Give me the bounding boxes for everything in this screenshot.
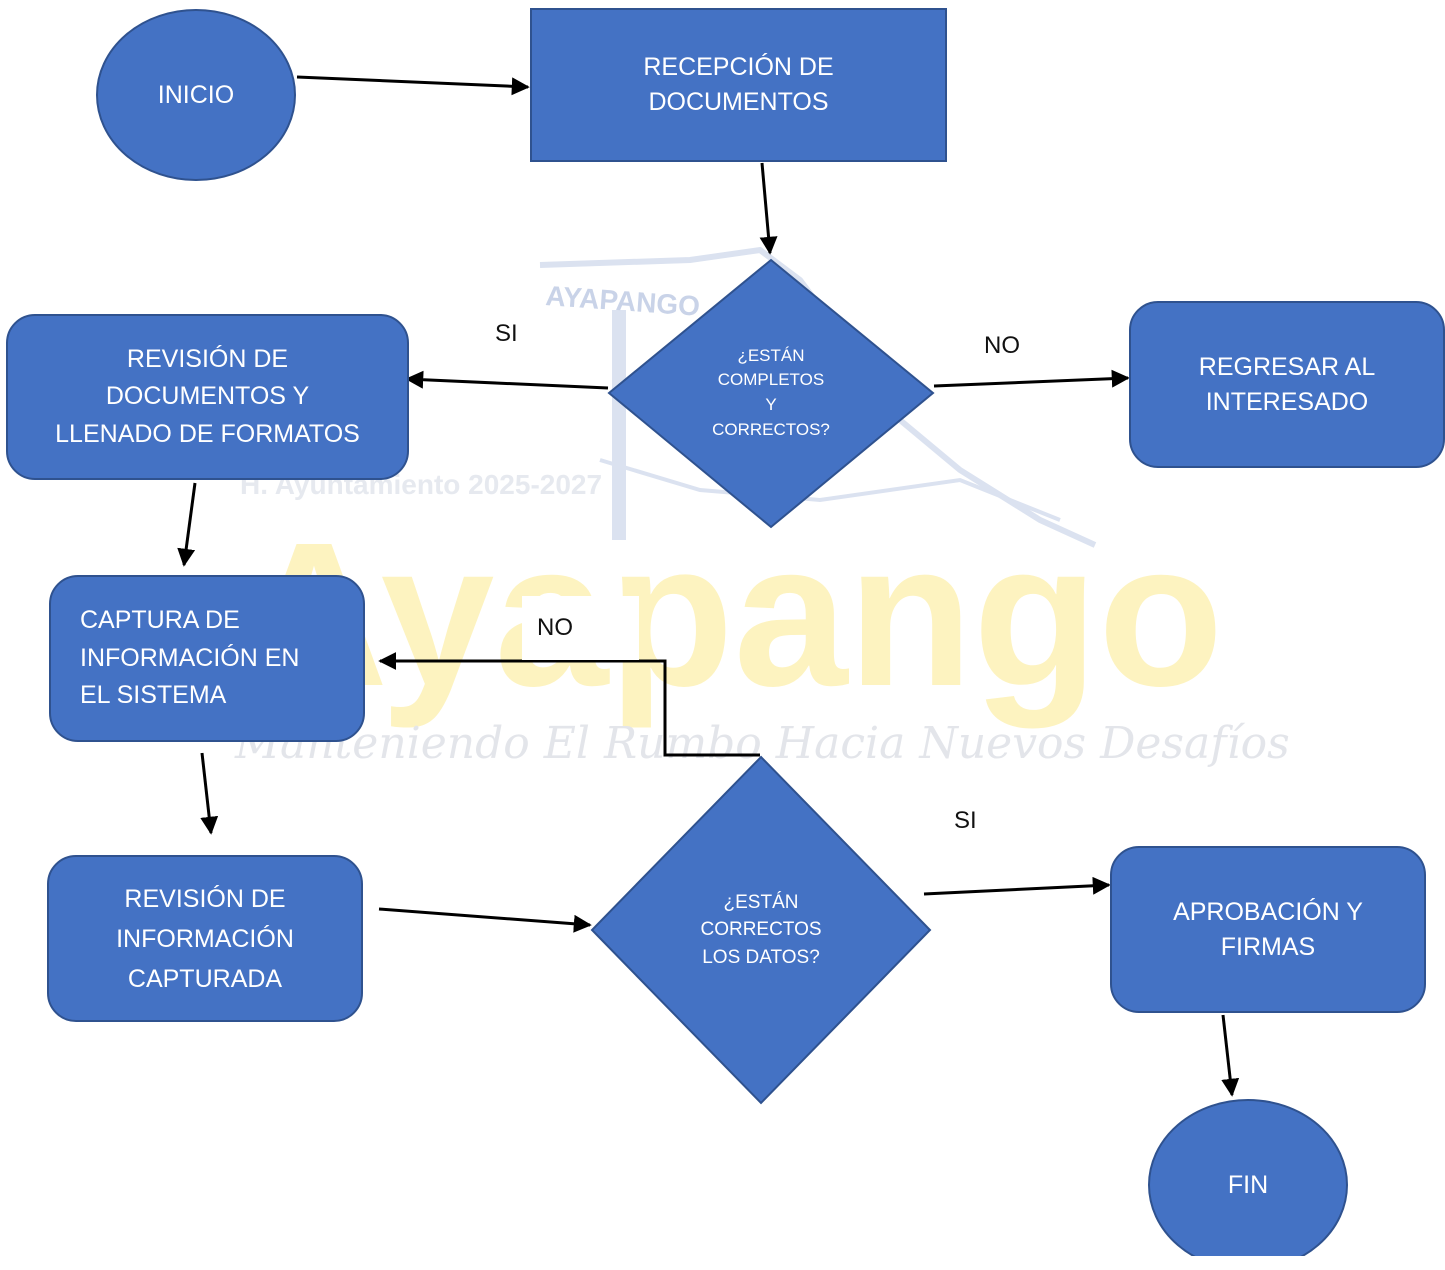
edge-label-no-2: NO: [537, 614, 573, 641]
return-node: [1129, 301, 1445, 468]
watermark-sign: AYAPANGO: [545, 280, 701, 322]
edge-decision-to-review-docs: [405, 370, 609, 390]
edge-reception-to-decision: [759, 162, 778, 255]
edge-label-si-2: SI: [954, 807, 977, 834]
reception-node: [530, 8, 947, 162]
watermark-drawing-2: [599, 458, 1061, 522]
capture-node: [49, 575, 365, 742]
decision-complete-node: [607, 258, 935, 529]
watermark-sign-post: [612, 310, 626, 540]
approval-node: [1110, 846, 1426, 1013]
edge-approval-to-end: [1221, 1014, 1240, 1097]
start-node: [96, 9, 296, 181]
no-label-background: [522, 596, 639, 660]
nodes: [6, 8, 1445, 1256]
edge-label-si-1: SI: [495, 320, 518, 347]
end-node: [1148, 1099, 1348, 1256]
review-capture-node: [47, 855, 363, 1022]
edges: [177, 75, 1240, 1097]
watermark-wordmark: Ayapango: [240, 500, 1223, 729]
decision-data-node: [590, 755, 932, 1105]
edge-start-to-reception: [296, 75, 530, 96]
edge-decision-no-loop-to-capture: [378, 652, 760, 757]
edge-capture-to-review-capture: [200, 752, 219, 835]
review-docs-node: [6, 314, 409, 480]
watermark-logo: AYAPANGO H. Ayuntamiento 2025-2027 Ayapa…: [234, 246, 1290, 769]
edge-review-capture-to-decision: [378, 907, 592, 933]
edge-decision-to-approval: [923, 876, 1111, 896]
edge-decision-to-return: [933, 369, 1130, 388]
edge-review-docs-to-capture: [177, 482, 197, 567]
edge-label-no-1: NO: [984, 332, 1020, 359]
